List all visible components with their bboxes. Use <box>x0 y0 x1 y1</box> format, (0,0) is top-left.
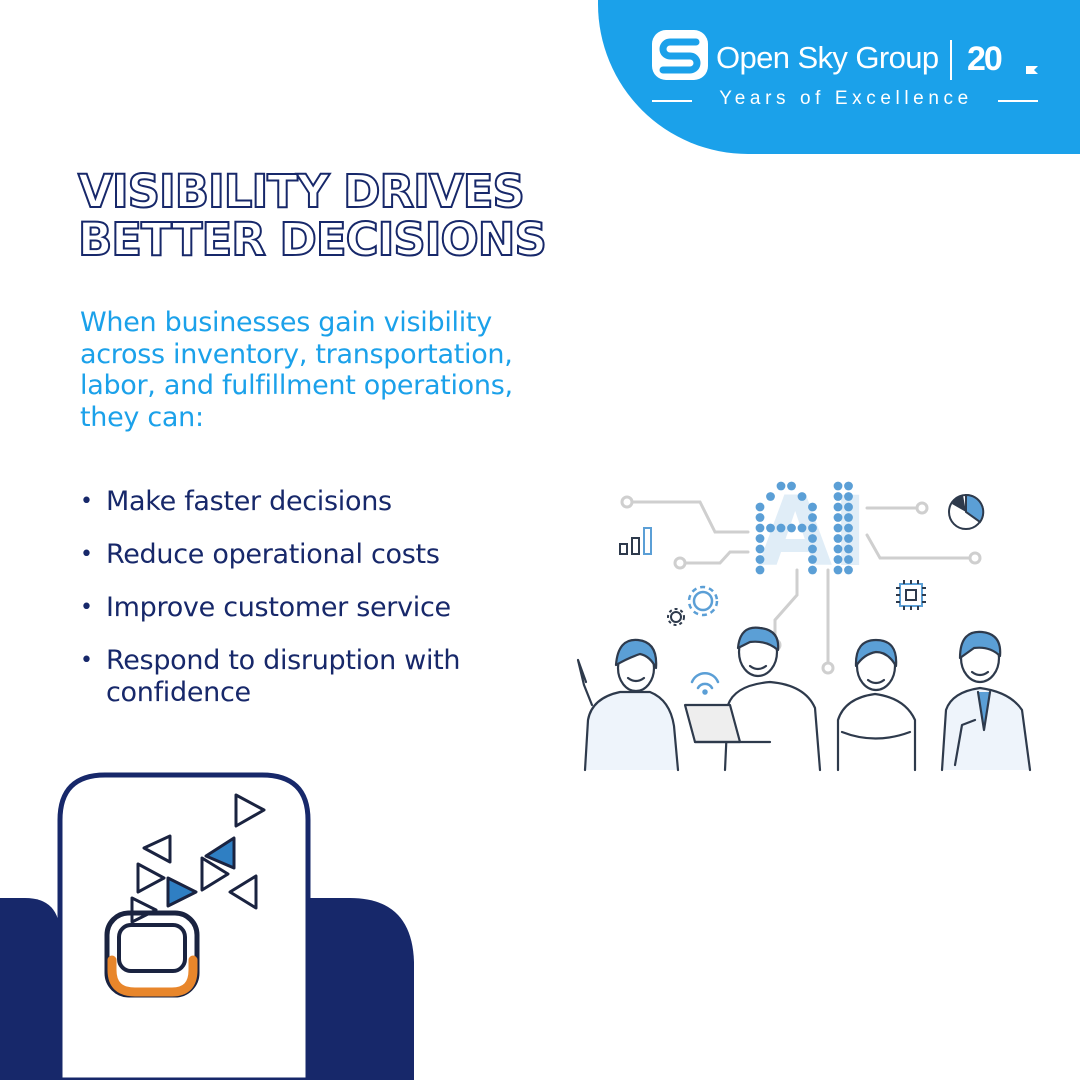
person-3-arms-crossed <box>836 638 917 772</box>
brand-divider <box>950 40 952 80</box>
benefit-item: Make faster decisions <box>80 486 550 518</box>
bar-chart-icon <box>619 527 652 555</box>
brand-name: Open Sky Group <box>716 40 939 75</box>
ai-dot <box>833 502 843 512</box>
ai-dot <box>755 523 765 533</box>
benefit-item: Improve customer service <box>80 592 550 624</box>
ai-dot <box>797 492 807 501</box>
corner-brand-graphic <box>0 772 414 1080</box>
brand-tagline: Years of Excellence <box>719 88 973 109</box>
ai-dot <box>844 555 853 564</box>
ai-dot <box>787 523 796 533</box>
ai-dot <box>833 544 843 554</box>
ai-dot <box>833 534 843 543</box>
person-4-in-suit <box>940 630 1032 772</box>
navy-block-left <box>0 898 60 1080</box>
headline-line-1: VISIBILITY DRIVES <box>77 165 526 218</box>
benefit-item: Reduce operational costs <box>80 539 550 571</box>
team-people <box>576 626 1032 772</box>
ai-dot <box>755 513 765 522</box>
page-headline: VISIBILITY DRIVES BETTER DECISIONS <box>77 165 548 266</box>
triangle-pattern-icon <box>130 793 266 924</box>
benefit-item: Respond to disruption with confidence <box>80 645 550 708</box>
ai-dot <box>833 481 843 491</box>
ai-dot <box>755 534 765 543</box>
pie-chart-icon <box>948 493 985 530</box>
ai-dot <box>833 492 843 501</box>
microchip-icon <box>896 580 926 610</box>
open-sky-link-logo-icon <box>104 910 200 998</box>
ai-dot <box>797 523 807 533</box>
ai-dot <box>755 544 765 554</box>
ai-dot <box>844 502 853 512</box>
ai-dot <box>755 565 765 575</box>
ai-dot-matrix: AI <box>755 476 868 588</box>
gear-icon <box>667 585 719 626</box>
ai-dot <box>787 481 796 491</box>
ai-dot <box>766 492 775 501</box>
anniversary-number: 20 <box>967 40 1003 78</box>
ai-dot <box>808 565 817 575</box>
ai-dot <box>844 565 853 575</box>
navy-block-right <box>310 898 414 1080</box>
ai-dot <box>776 481 786 491</box>
tagline-rule-left <box>652 100 692 102</box>
ai-dot <box>755 502 765 512</box>
tagline-rule-right <box>998 100 1038 102</box>
ai-dot <box>808 555 817 564</box>
person-2-with-laptop <box>683 626 822 772</box>
ai-dot <box>844 523 853 533</box>
open-sky-s-logo-icon <box>652 30 708 80</box>
ai-dot <box>844 544 853 554</box>
headline-line-2: BETTER DECISIONS <box>77 213 548 266</box>
wifi-icon <box>690 672 720 695</box>
ai-dot <box>755 555 765 564</box>
ai-dot <box>844 534 853 543</box>
circuit-lines <box>620 495 982 675</box>
intro-paragraph: When businesses gain visibility across i… <box>80 307 513 433</box>
ai-dot <box>776 523 786 533</box>
ai-dot <box>844 492 853 501</box>
ai-dot <box>844 481 853 491</box>
ai-team-illustration: AI <box>576 476 1032 772</box>
ai-dot <box>833 555 843 564</box>
ai-dot <box>808 523 817 533</box>
ai-dot <box>833 565 843 575</box>
ai-dot <box>833 513 843 522</box>
person-1 <box>576 638 680 772</box>
anniversary-ribbon-icon <box>1026 66 1038 74</box>
ai-dot <box>808 502 817 512</box>
white-card <box>57 772 311 1080</box>
ai-dot <box>833 523 843 533</box>
benefit-list: Make faster decisions Reduce operational… <box>80 486 550 730</box>
ai-dot <box>808 534 817 543</box>
ai-dot <box>844 513 853 522</box>
ai-dot <box>766 523 775 533</box>
ai-dot <box>808 544 817 554</box>
ai-dot <box>808 513 817 522</box>
